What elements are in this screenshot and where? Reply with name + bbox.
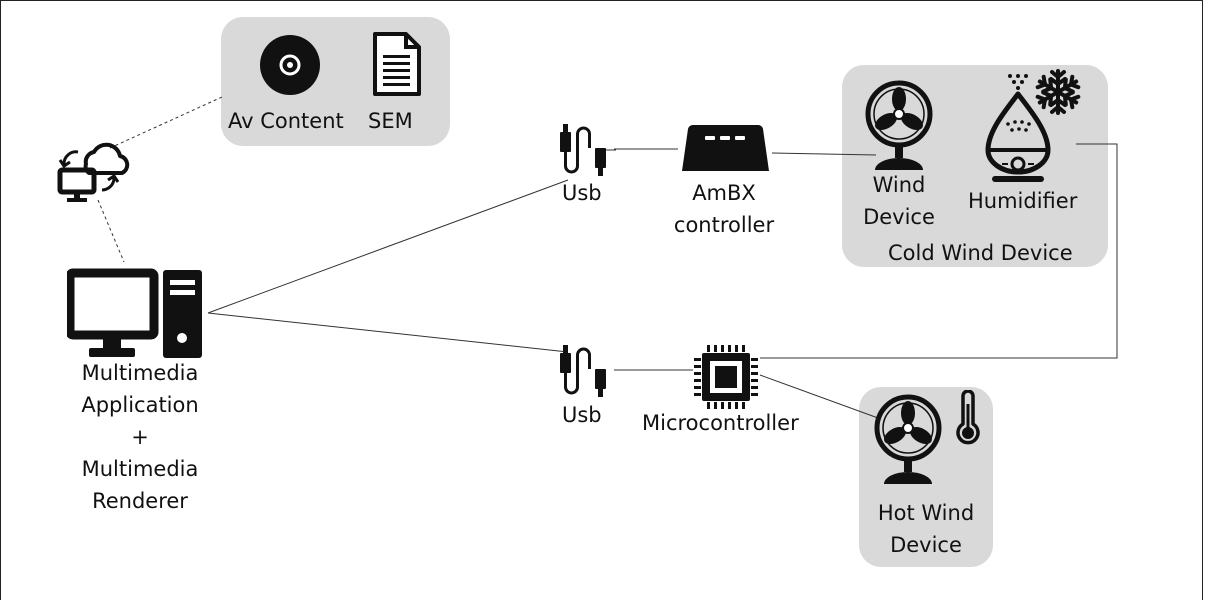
multimedia-line-4: Multimedia: [81, 457, 199, 481]
link-micro-to-humidifier: [760, 143, 1118, 359]
thermometer-icon: [956, 390, 980, 445]
fan-icon: [865, 80, 933, 170]
hot-wind-line-1: Hot Wind: [877, 501, 975, 525]
sem-label: SEM: [368, 109, 413, 133]
usb-top-label: Usb: [562, 181, 602, 205]
link-ambx-to-wind: [771, 152, 877, 156]
cold-wind-device-label: Cold Wind Device: [888, 241, 1073, 265]
ambx-line-2: controller: [673, 213, 775, 237]
fan-icon: [874, 394, 942, 484]
multimedia-line-1: Multimedia: [81, 361, 199, 385]
snowflake-icon: [1034, 69, 1082, 115]
wind-line-1: Wind: [872, 173, 926, 197]
usb-cable-icon: [560, 124, 616, 176]
ambx-controller-icon: [682, 124, 769, 171]
usb-bottom-label: Usb: [562, 403, 602, 427]
usb-cable-icon: [560, 345, 606, 397]
desktop-pc-icon: [67, 268, 202, 358]
humidifier-label: Humidifier: [968, 189, 1078, 213]
link-cloud-to-content: [109, 96, 223, 149]
microchip-icon: [694, 345, 758, 409]
microcontroller-label: Microcontroller: [642, 411, 799, 435]
document-icon: [373, 32, 421, 96]
link-pc-to-usb-bottom: [207, 312, 569, 353]
cloud-sync-icon: [57, 142, 130, 202]
link-cloud-to-pc: [97, 199, 125, 263]
multimedia-line-5: Renderer: [92, 489, 188, 513]
disc-icon: [260, 35, 320, 95]
multimedia-line-2: Application: [81, 393, 199, 417]
link-pc-to-usb-top: [207, 179, 569, 314]
hot-wind-line-2: Device: [890, 533, 962, 557]
multimedia-line-3: +: [131, 425, 149, 449]
wind-line-2: Device: [863, 205, 935, 229]
ambx-line-1: AmBX: [692, 181, 756, 205]
link-micro-to-hot-wind: [759, 374, 879, 419]
humidifier-icon: [985, 74, 1051, 182]
av-content-label: Av Content: [228, 109, 344, 133]
